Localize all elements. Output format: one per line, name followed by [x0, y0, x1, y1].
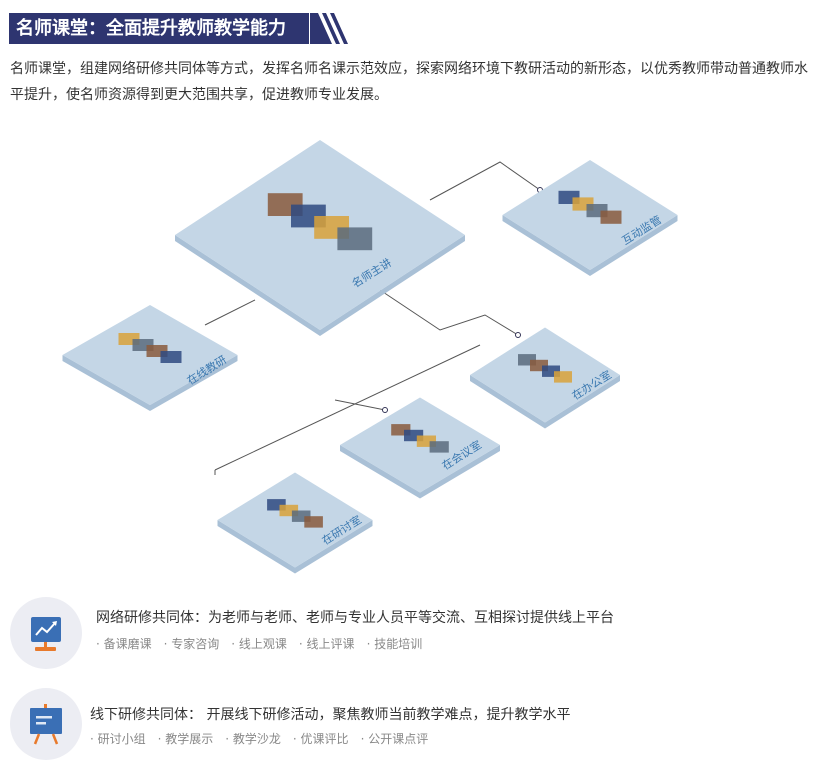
tag: · 教学沙龙: [225, 732, 281, 746]
feature-tags: · 备课磨课 · 专家咨询 · 线上观课 · 线上评课 · 技能培训: [96, 635, 434, 652]
feature-title: 线下研修共同体： 开展线下研修活动，聚焦教师当前教学难点，提升教学水平: [90, 707, 571, 723]
intro-paragraph: 名师课堂，组建网络研修共同体等方式，发挥名师名课示范效应，探索网络环境下教研活动…: [10, 61, 808, 103]
feature-icon-circle: [10, 597, 82, 669]
tag: · 线上观课: [231, 637, 287, 651]
tag: · 公开课点评: [360, 732, 429, 746]
tag: · 教学展示: [157, 732, 214, 746]
platform-online-research: 在线教研: [62, 305, 238, 411]
tag: · 技能培训: [366, 637, 423, 651]
tag: · 研讨小组: [90, 732, 146, 746]
tag: · 优课评比: [292, 732, 349, 746]
feature-offline-community: 线下研修共同体： 开展线下研修活动，聚焦教师当前教学难点，提升教学水平 · 研讨…: [10, 688, 810, 768]
connection-lines: [204, 161, 541, 475]
title-stripes-decoration: [310, 13, 348, 44]
chart-board-icon: [31, 617, 61, 651]
tag: · 备课磨课: [96, 637, 152, 651]
platform-seminar-room: 在研讨室: [217, 472, 373, 574]
feature-title: 网络研修共同体：为老师与老师、老师与专业人员平等交流、互相探讨提供线上平台: [96, 610, 614, 626]
feature-online-community: 网络研修共同体：为老师与老师、老师与专业人员平等交流、互相探讨提供线上平台 · …: [10, 597, 810, 677]
feature-icon-circle: [10, 688, 82, 760]
feature-tags: · 研讨小组 · 教学展示 · 教学沙龙 · 优课评比 · 公开课点评: [90, 730, 440, 747]
platform-office: 在办公室: [470, 327, 620, 429]
section-title: 名师课堂：全面提升教师教学能力: [9, 13, 309, 44]
tag: · 专家咨询: [163, 637, 220, 651]
tag: · 线上评课: [298, 637, 355, 651]
platform-master-lecture: 名师主讲: [175, 140, 465, 336]
platform-interactive-supervision: 互动监管: [502, 160, 678, 276]
easel-board-icon: [30, 704, 62, 745]
platform-meeting-room: 在会议室: [340, 397, 500, 499]
